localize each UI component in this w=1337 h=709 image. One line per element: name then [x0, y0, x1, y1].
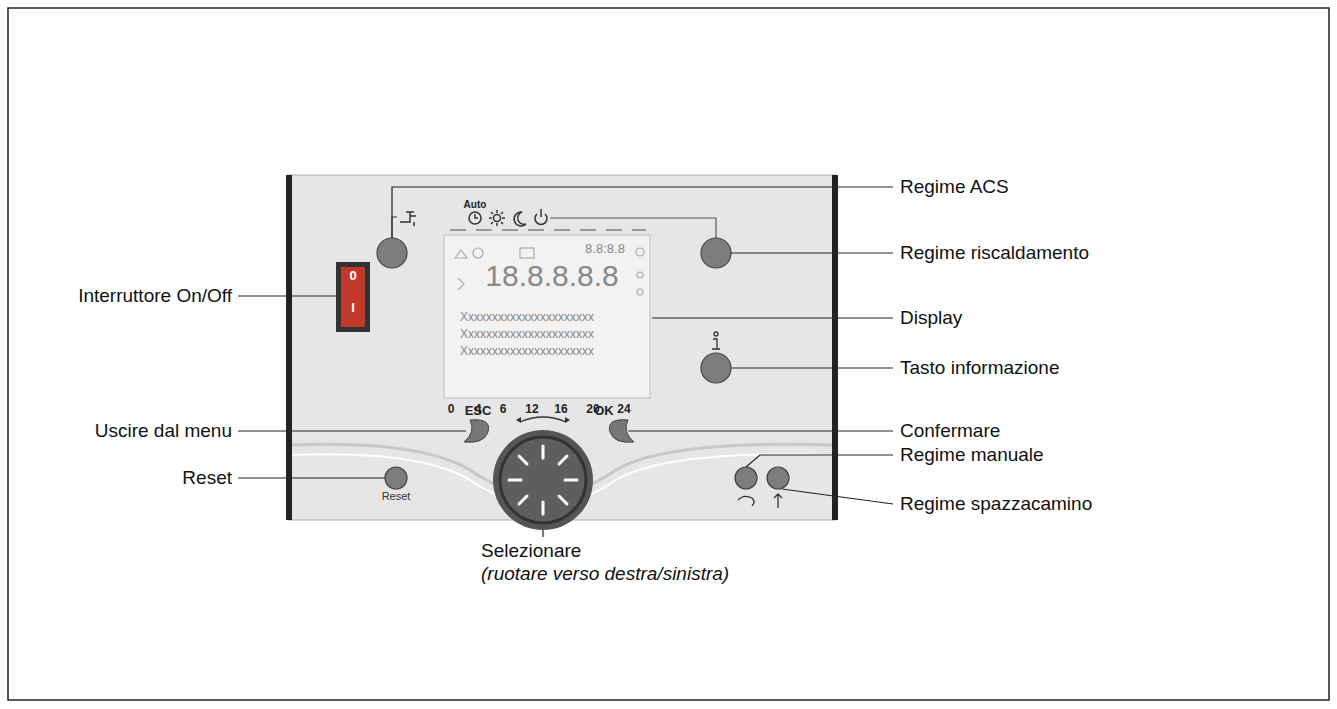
scale-number: 24: [617, 402, 630, 416]
display-text: Xxxxxxxxxxxxxxxxxxxxxx: [460, 344, 594, 358]
callout-label: Uscire dal menu: [95, 420, 232, 442]
callout-label: Interruttore On/Off: [78, 285, 232, 307]
mode-text: Auto: [464, 199, 487, 211]
scale-number: 0: [448, 402, 455, 416]
callout-label: Selezionare: [481, 540, 581, 562]
display-text: Xxxxxxxxxxxxxxxxxxxxxx: [460, 327, 594, 341]
callout-note: (ruotare verso destra/sinistra): [481, 563, 729, 585]
switch-mark: I: [351, 300, 355, 315]
display-digits: 8.8:8.8: [585, 241, 625, 256]
display-text: Xxxxxxxxxxxxxxxxxxxxxx: [460, 310, 594, 324]
callout-label: Display: [900, 307, 962, 329]
callout-label: Regime riscaldamento: [900, 242, 1089, 264]
scale-number: 6: [500, 402, 507, 416]
callout-label: Tasto informazione: [900, 357, 1059, 379]
callout-label: Reset: [182, 467, 232, 489]
display-digits: 18.8.8.8.8: [485, 258, 618, 293]
scale-number: 4: [475, 402, 482, 416]
callout-label: Regime ACS: [900, 176, 1009, 198]
button-text: Reset: [382, 490, 411, 503]
scale-number: 12: [525, 402, 538, 416]
callout-label: Confermare: [900, 420, 1000, 442]
callout-label: Regime spazzacamino: [900, 493, 1092, 515]
callout-label: Regime manuale: [900, 444, 1044, 466]
switch-mark: 0: [349, 268, 356, 283]
scale-number: 16: [554, 402, 567, 416]
scale-number: 20: [586, 402, 599, 416]
